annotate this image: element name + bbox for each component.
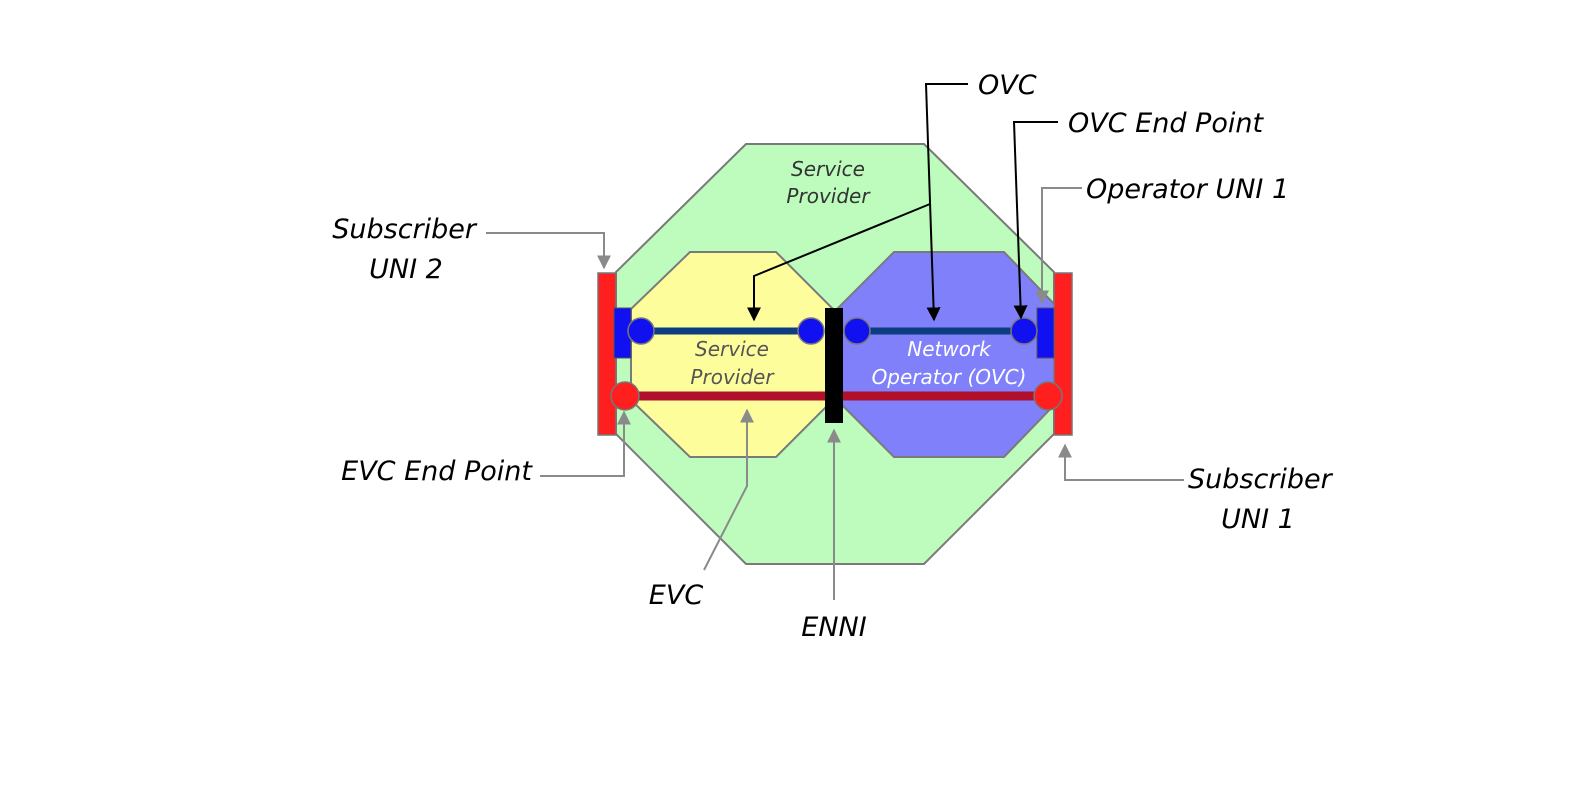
evc-leader — [703, 408, 754, 571]
evc-end-point-leader — [540, 410, 631, 477]
subscriber-uni-2-leader — [486, 232, 611, 270]
outer-provider-label-line2: Provider — [786, 184, 871, 208]
evc-callout: EVC — [649, 580, 704, 611]
evc-end-point-left — [610, 381, 640, 411]
outer-provider-label-line1: Service — [791, 157, 865, 181]
subscriber-uni-1-callout-line1: Subscriber — [1188, 464, 1334, 495]
subscriber-uni-1-callout-line2: UNI 1 — [1221, 504, 1295, 535]
ovc-leader-left — [747, 203, 931, 322]
subscriber-uni-2-callout-line1: Subscriber — [332, 214, 478, 245]
inner-provider-label-line1: Service — [695, 337, 769, 361]
subscriber-uni-2-bar — [597, 272, 617, 436]
evc-end-point-callout: EVC End Point — [341, 456, 533, 487]
ovc-end-point-callout: OVC End Point — [1068, 108, 1264, 139]
operator-uni-1-tab — [1036, 307, 1055, 359]
subscriber-uni-1-leader — [1058, 443, 1184, 481]
subscriber-uni-2-callout-line2: UNI 2 — [369, 254, 443, 285]
operator-uni-1-callout: Operator UNI 1 — [1086, 174, 1289, 205]
ovc-end-point-1 — [627, 317, 655, 345]
ovc-end-point-4 — [1010, 317, 1038, 345]
operator-uni-1-leader — [1035, 187, 1082, 305]
network-operator-label-line1: Network — [907, 337, 992, 361]
ovc-end-point-2 — [797, 317, 825, 345]
ovc-leader-right — [924, 83, 968, 322]
inner-provider-label-line2: Provider — [690, 365, 775, 389]
ovc-end-point-3 — [843, 317, 871, 345]
evc-end-point-right — [1033, 381, 1063, 411]
subscriber-uni-1-bar — [1053, 272, 1073, 436]
enni-callout: ENNI — [801, 612, 866, 643]
network-operator-label-line2: Operator (OVC) — [872, 365, 1027, 389]
enni-bar — [825, 308, 843, 423]
ovc-end-point-leader — [1012, 121, 1058, 320]
ovc-callout: OVC — [978, 70, 1037, 101]
